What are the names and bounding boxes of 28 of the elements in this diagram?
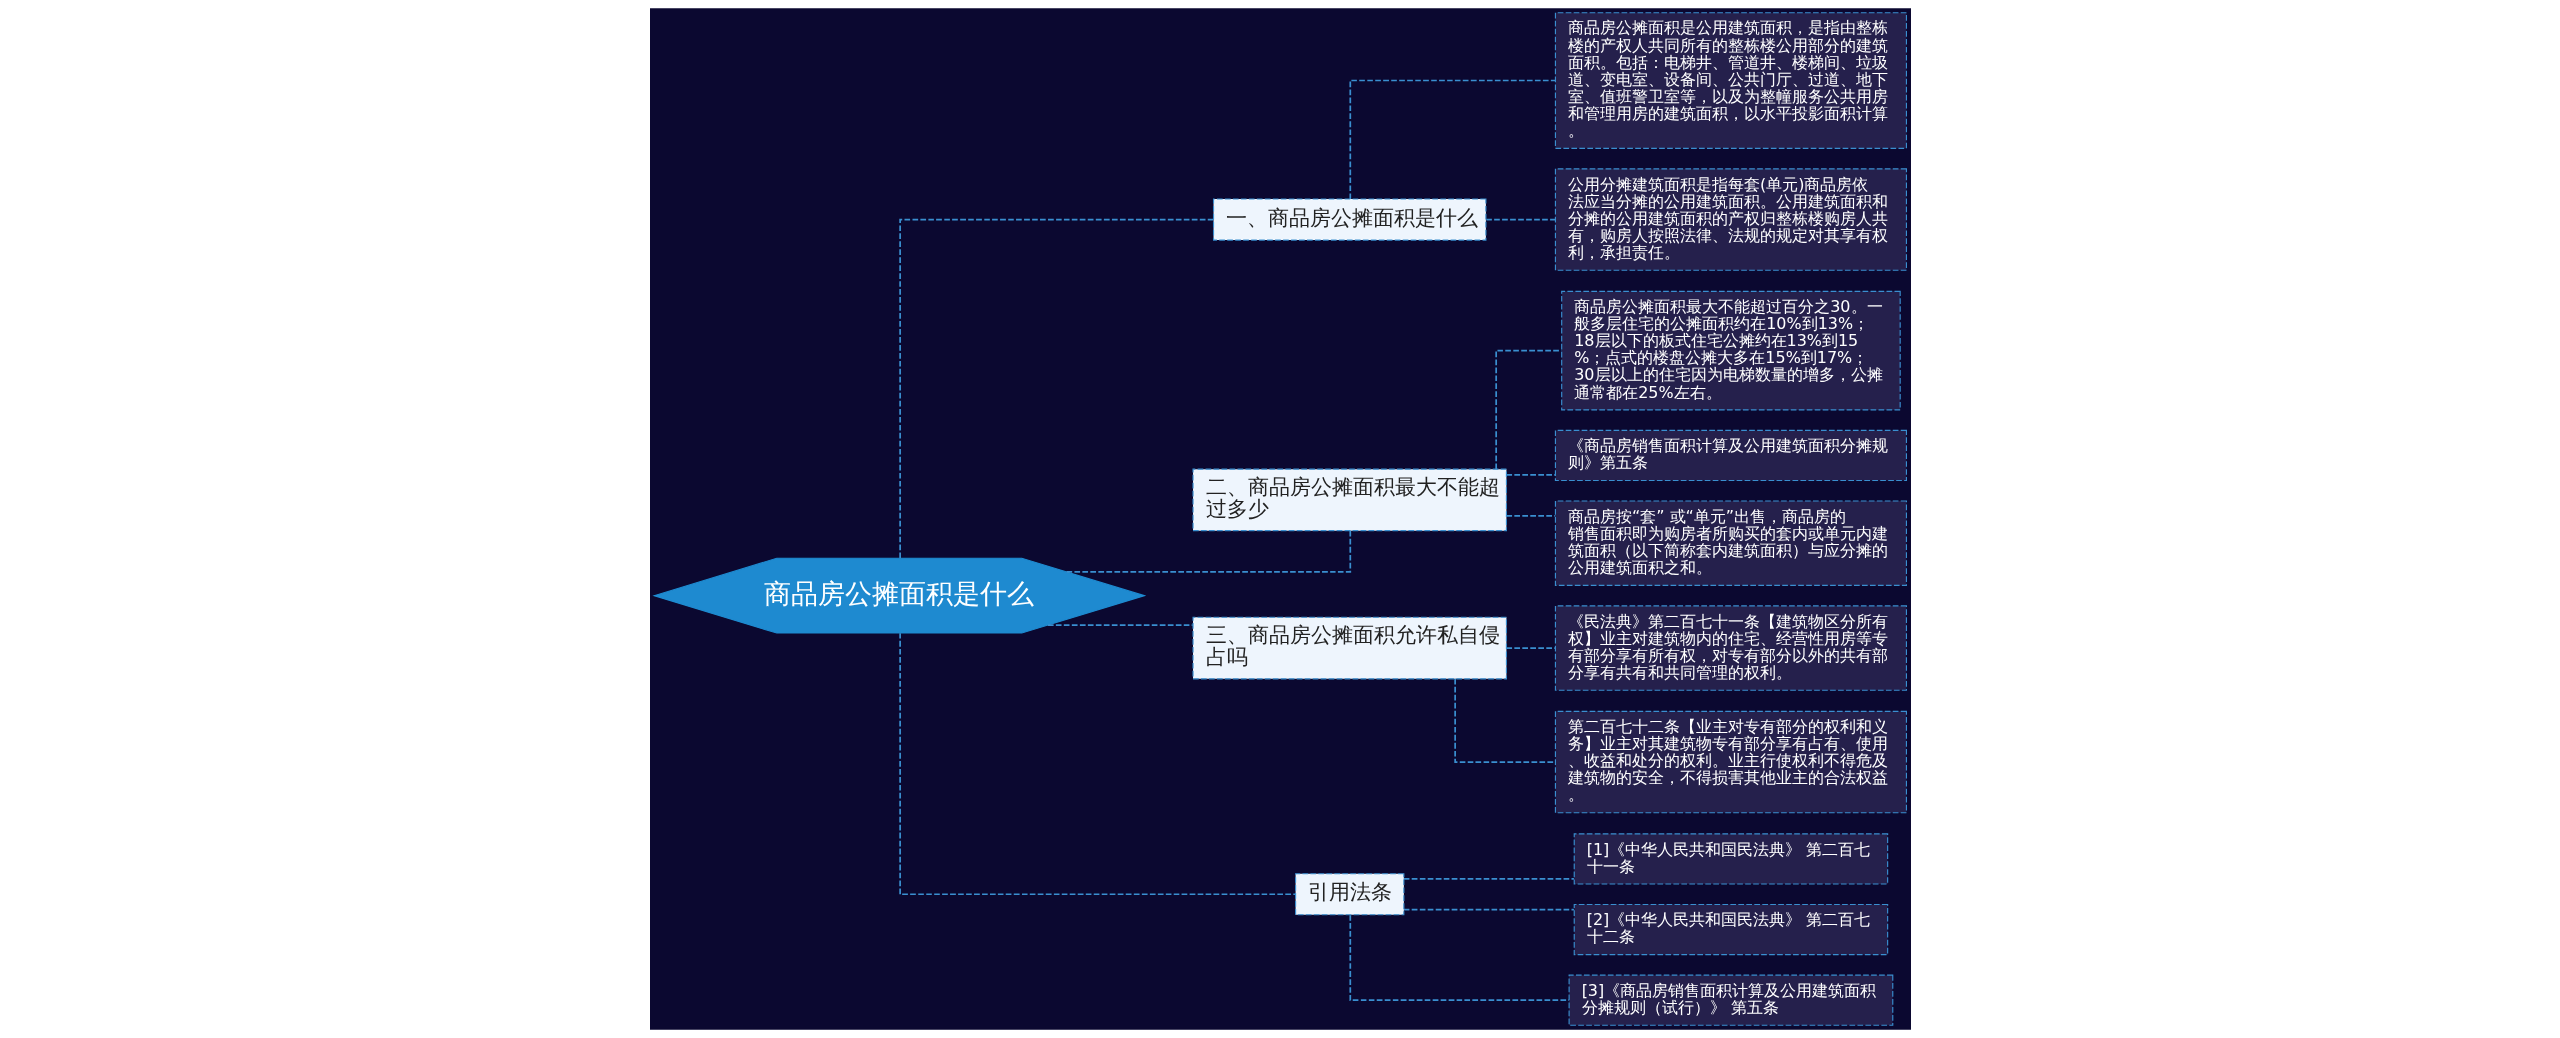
connector	[1348, 914, 1570, 1002]
node-box: 二、商品房公摊面积最大不能超过多少	[1191, 468, 1507, 532]
connector	[1402, 908, 1575, 911]
node-box: 引用法条	[1294, 873, 1404, 916]
node-box: 一、商品房公摊面积是什么	[1212, 198, 1486, 241]
connector	[1065, 530, 1351, 573]
connector	[898, 218, 1214, 560]
connector	[1505, 474, 1556, 476]
connector	[1046, 624, 1193, 626]
node-box: 商品房公摊面积是公用建筑面积，是指由整栋楼的产权人共同所有的整栋楼公用部分的建筑面积。包括：电梯井、管道井、楼梯间、垃圾道、变电室、设备间、公共门厅、过道、地下室、值班警卫室等，以及为整幢服务公共用房和管理用房的建筑面积，以水平投影面积计算。	[1554, 12, 1907, 149]
node-box: 公用分摊建筑面积是指每套(单元)商品房依法应当分摊的公用建筑面积。公用建筑面积和分摊的公用建筑面积的产权归整栋楼购房人共有，购房人按照法律、法规的规定对其享有权利，承担责任。	[1554, 168, 1907, 271]
node-box: 商品房按“套” 或“单元”出售，商品房的销售面积即为购房者所购买的套内或单元内建筑面积（以下简称套内建筑面积）与应分摊的公用建筑面积之和。	[1554, 500, 1907, 586]
connector	[1494, 349, 1562, 470]
node-box: 《民法典》第二百七十一条【建筑物区分所有权】业主对建筑物内的住宅、经营性用房等专有部分享有所有权，对专有部分以外的共有部分享有共有和共同管理的权利。	[1554, 605, 1907, 691]
node-box: [3]《商品房销售面积计算及公用建筑面积分摊规则（试行）》 第五条	[1568, 974, 1893, 1026]
connector	[1505, 515, 1556, 517]
node-box: 三、商品房公摊面积允许私自侵占吗	[1191, 616, 1507, 680]
node-box: 《商品房销售面积计算及公用建筑面积分摊规则》第五条	[1554, 429, 1907, 482]
connector	[1402, 878, 1575, 880]
connector	[898, 632, 1296, 896]
node-box: [1]《中华人民共和国民法典》 第二百七十一条	[1573, 833, 1888, 885]
connector	[1484, 218, 1556, 221]
node-box: [2]《中华人民共和国民法典》 第二百七十二条	[1573, 903, 1888, 956]
connector	[1505, 647, 1556, 649]
connector	[1348, 79, 1556, 200]
node-box: 商品房公摊面积最大不能超过百分之30。一般多层住宅的公摊面积约在10%到13%；18层以下的板式住宅公摊约在13%到15%；点式的楼盘公摊大多在15%到17%；30层以上的住宅因为电梯数量的增多，公摊通常都在25%左右。	[1560, 290, 1901, 411]
node-box: 第二百七十二条【业主对专有部分的权利和义务】业主对其建筑物专有部分享有占有、使用、收益和处分的权利。业主行使权利不得危及建筑物的安全，不得损害其他业主的合法权益。	[1554, 710, 1907, 814]
connector	[1453, 678, 1556, 763]
